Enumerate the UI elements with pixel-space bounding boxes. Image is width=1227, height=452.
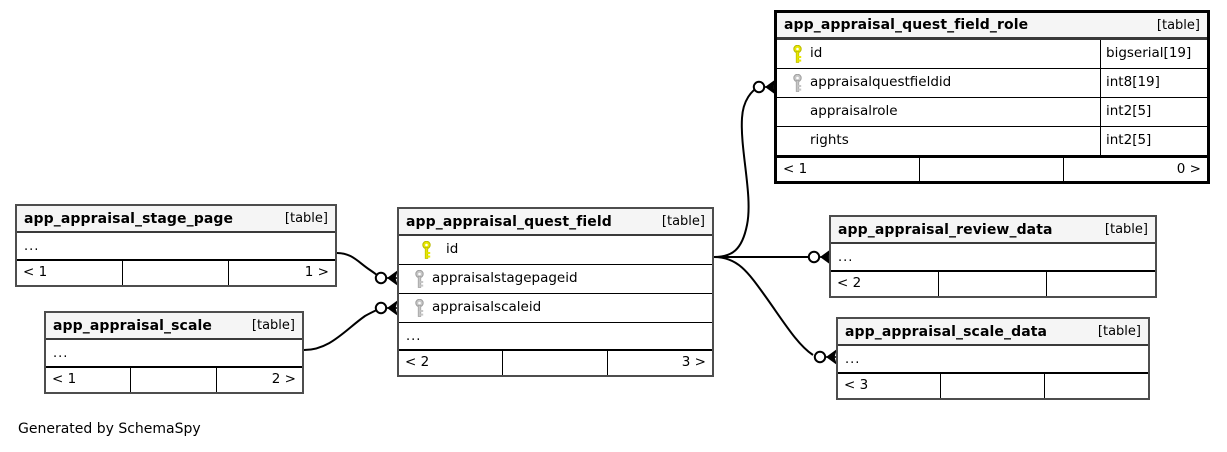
- footer-child-count: [1047, 272, 1155, 296]
- column-label: id: [446, 241, 459, 258]
- footer-parent-count: < 1: [46, 368, 132, 392]
- footer-parent-count: < 3: [838, 374, 942, 398]
- more-columns-indicator: ...: [17, 233, 335, 260]
- table-title: app_appraisal_quest_field: [406, 213, 612, 230]
- table-title: app_appraisal_stage_page: [24, 210, 234, 227]
- column-type-cell: bigserial[19]: [1100, 40, 1207, 68]
- column-label: appraisalquestfieldid: [810, 74, 952, 91]
- primary-key-icon: [406, 240, 446, 260]
- table-app-appraisal-review-data[interactable]: app_appraisal_review_data [table] ... < …: [829, 215, 1157, 298]
- table-app-appraisal-scale[interactable]: app_appraisal_scale [table] ... < 1 2 >: [44, 311, 304, 394]
- table-row[interactable]: appraisalrole int2[5]: [777, 98, 1207, 127]
- table-footer: < 3: [838, 373, 1148, 398]
- column-label: id: [810, 45, 823, 62]
- foreign-key-icon: [406, 269, 432, 289]
- table-app-appraisal-stage-page[interactable]: app_appraisal_stage_page [table] ... < 1…: [15, 204, 337, 287]
- foreign-key-icon: [406, 298, 432, 318]
- column-name-cell: appraisalquestfieldid: [777, 69, 1100, 97]
- table-title: app_appraisal_review_data: [838, 221, 1053, 238]
- table-footer: < 1 1 >: [17, 260, 335, 285]
- column-label: appraisalscaleid: [432, 299, 542, 316]
- column-label: appraisalrole: [810, 103, 898, 120]
- more-columns-indicator: ...: [399, 323, 712, 350]
- footer-child-count: [1045, 374, 1148, 398]
- table-header: app_appraisal_scale [table]: [46, 313, 302, 340]
- edge-quest-field-to-scale-data: [713, 256, 814, 356]
- column-name-cell: appraisalstagepageid: [399, 265, 712, 293]
- table-type-tag: [table]: [1097, 324, 1141, 339]
- column-label: rights: [810, 132, 849, 149]
- edge-quest-field-to-quest-field-role: [713, 86, 760, 258]
- footer-parent-count: < 2: [399, 351, 504, 375]
- footer-child-count: 0 >: [1176, 160, 1201, 177]
- table-app-appraisal-quest-field[interactable]: app_appraisal_quest_field [table] id: [397, 207, 714, 377]
- crowsfoot-icon-review-data: [807, 248, 832, 266]
- crowsfoot-icon-scale-data: [813, 348, 838, 366]
- footer-middle: [131, 368, 217, 392]
- table-app-appraisal-quest-field-role[interactable]: app_appraisal_quest_field_role [table] i…: [774, 10, 1210, 184]
- footer-child-count: 3 >: [681, 354, 706, 371]
- crowsfoot-icon-quest-field-role: [752, 78, 777, 96]
- table-type-tag: [table]: [661, 214, 705, 229]
- column-type-cell: int2[5]: [1100, 127, 1207, 155]
- table-footer: < 1 2 >: [46, 367, 302, 392]
- footer-middle: [123, 261, 229, 285]
- table-header: app_appraisal_review_data [table]: [831, 217, 1155, 244]
- footer-parent-count: < 2: [831, 272, 939, 296]
- table-type-tag: [table]: [284, 211, 328, 226]
- generated-by-caption: Generated by SchemaSpy: [18, 421, 201, 437]
- column-name-cell: rights: [777, 127, 1100, 155]
- foreign-key-icon: [784, 73, 810, 93]
- column-type-cell: int8[19]: [1100, 69, 1207, 97]
- footer-parent-count: < 1: [777, 158, 921, 181]
- table-row[interactable]: appraisalquestfieldid int8[19]: [777, 69, 1207, 98]
- crowsfoot-icon-quest-field-stagepage: [374, 269, 399, 287]
- column-label: appraisalstagepageid: [432, 270, 578, 287]
- table-footer: < 2: [831, 271, 1155, 296]
- crowsfoot-icon-quest-field-scale: [374, 299, 399, 317]
- table-header: app_appraisal_quest_field_role [table]: [777, 13, 1207, 40]
- footer-middle: [920, 158, 1064, 181]
- table-footer: < 1 0 >: [777, 156, 1207, 181]
- more-columns-indicator: ...: [46, 340, 302, 367]
- table-title: app_appraisal_scale: [53, 317, 212, 334]
- table-footer: < 2 3 >: [399, 350, 712, 375]
- footer-middle: [939, 272, 1047, 296]
- table-type-tag: [table]: [1104, 222, 1148, 237]
- footer-child-count: 2 >: [271, 371, 296, 388]
- table-header: app_appraisal_quest_field [table]: [399, 209, 712, 236]
- table-row[interactable]: rights int2[5]: [777, 127, 1207, 156]
- table-title: app_appraisal_scale_data: [845, 323, 1048, 340]
- primary-key-icon: [784, 44, 810, 64]
- table-row[interactable]: id bigserial[19]: [777, 40, 1207, 69]
- footer-parent-count: < 1: [17, 261, 123, 285]
- table-title: app_appraisal_quest_field_role: [784, 17, 1029, 33]
- footer-child-count: 1 >: [304, 264, 329, 281]
- table-header: app_appraisal_scale_data [table]: [838, 319, 1148, 346]
- column-name-cell: id: [777, 40, 1100, 68]
- footer-middle: [941, 374, 1045, 398]
- column-type-cell: int2[5]: [1100, 98, 1207, 126]
- table-type-tag: [table]: [251, 318, 295, 333]
- footer-middle: [503, 351, 608, 375]
- column-name-cell: id: [399, 236, 712, 264]
- table-row[interactable]: appraisalstagepageid: [399, 265, 712, 294]
- table-header: app_appraisal_stage_page [table]: [17, 206, 335, 233]
- more-columns-indicator: ...: [838, 346, 1148, 373]
- edge-stage-page-to-quest-field: [336, 252, 382, 279]
- table-row[interactable]: id: [399, 236, 712, 265]
- more-columns-indicator: ...: [831, 244, 1155, 271]
- column-name-cell: appraisalrole: [777, 98, 1100, 126]
- table-row[interactable]: appraisalscaleid: [399, 294, 712, 323]
- table-app-appraisal-scale-data[interactable]: app_appraisal_scale_data [table] ... < 3: [836, 317, 1150, 400]
- table-type-tag: [table]: [1156, 17, 1200, 33]
- edge-scale-to-quest-field: [303, 307, 382, 351]
- column-name-cell: appraisalscaleid: [399, 294, 712, 322]
